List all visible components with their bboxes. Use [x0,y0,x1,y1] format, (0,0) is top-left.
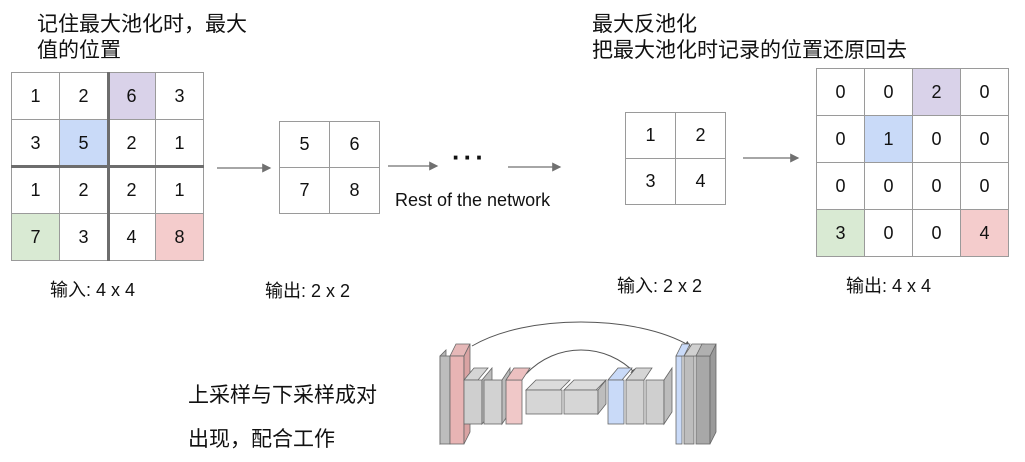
grid-cell: 1 [156,167,204,214]
grid-cell: 3 [156,73,204,120]
grid-cell: 0 [961,163,1009,210]
updown-note-line2: 出现，配合工作 [188,428,335,451]
grid-cell: 0 [865,163,913,210]
grid-cell: 4 [961,210,1009,257]
grid-cell: 6 [108,73,156,120]
grid-cell: 5 [280,122,330,168]
grid-cell: 2 [913,69,961,116]
maxpool-note-line2: 值的位置 [37,39,121,62]
skip-connection-inner [525,349,637,375]
maxpool-input-caption: 输入: 4 x 4 [50,280,136,300]
unpool-output-caption: 输出: 4 x 4 [846,276,932,296]
grid-cell: 0 [913,116,961,163]
grid-cell: 3 [626,159,676,205]
pool-window-divider-horizontal [11,165,204,168]
grid-cell: 1 [12,167,60,214]
grid-cell: 4 [108,214,156,261]
encoder-block-2 [463,366,531,426]
unpool-input-caption: 输入: 2 x 2 [617,276,703,296]
skip-connection-outer [471,321,691,347]
grid-cell: 0 [961,69,1009,116]
grid-cell: 3 [817,210,865,257]
bottleneck-block [525,378,607,416]
grid-cell: 1 [626,113,676,159]
updown-note-line1: 上采样与下采样成对 [188,384,377,407]
encoder-decoder-diagram [439,321,717,445]
grid-cell: 0 [913,210,961,257]
grid-cell: 8 [330,168,380,214]
grid-cell: 7 [280,168,330,214]
grid-cell: 0 [817,69,865,116]
maxpool-output-caption: 输出: 2 x 2 [265,281,351,301]
updown-note: 上采样与下采样成对 出现，配合工作 [188,374,377,462]
maxpool-note-line1: 记住最大池化时，最大 [37,13,247,36]
maxpool-note: 记住最大池化时，最大 值的位置 [37,12,247,64]
grid-cell: 1 [865,116,913,163]
grid-cell: 0 [817,116,865,163]
unpool-note-line1: 最大反池化 [592,13,697,36]
grid-cell: 0 [865,69,913,116]
grid-cell: 4 [676,159,726,205]
grid-cell: 6 [330,122,380,168]
unpool-note-line2: 把最大池化时记录的位置还原回去 [592,39,907,62]
grid-cell: 0 [961,116,1009,163]
decoder-block-2 [607,366,673,426]
grid-cell: 1 [12,73,60,120]
grid-cell: 0 [865,210,913,257]
grid-cell: 0 [817,163,865,210]
grid-cell: 2 [108,167,156,214]
grid-cell: 2 [676,113,726,159]
grid-cell: 7 [12,214,60,261]
ellipsis: ··· [452,142,487,172]
grid-cell: 0 [913,163,961,210]
grid-cell: 8 [156,214,204,261]
decoder-block-1 [675,343,717,445]
unpool-note: 最大反池化 把最大池化时记录的位置还原回去 [592,12,907,64]
rest-of-network-label: Rest of the network [395,190,551,210]
encoder-block-1 [439,343,471,445]
